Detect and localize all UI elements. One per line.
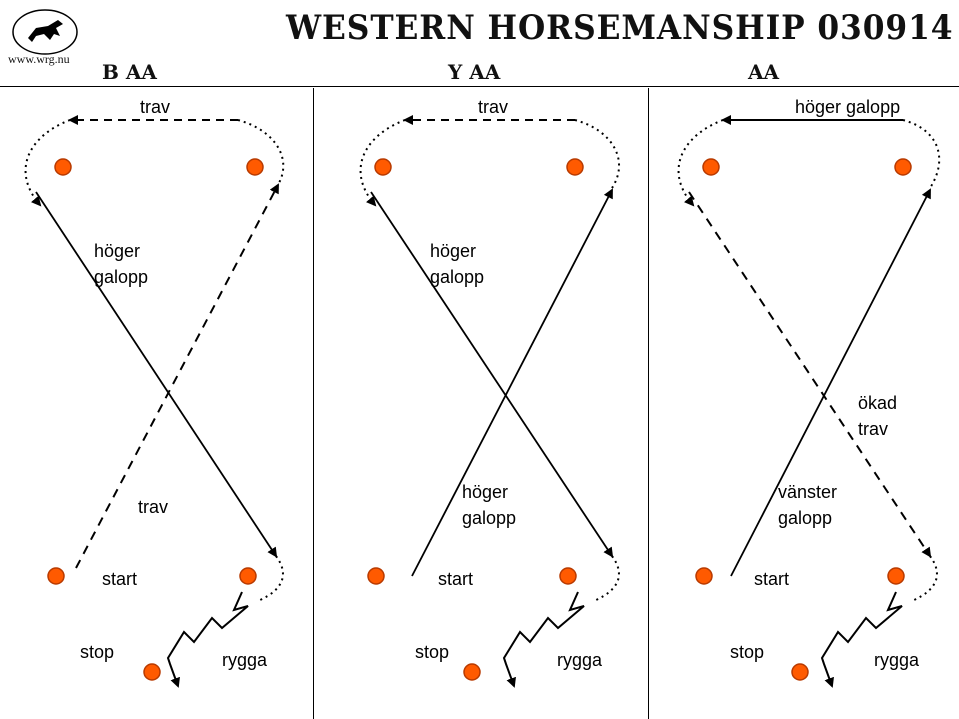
pattern-heading-3: AA	[748, 60, 780, 84]
label-cross: höger galopp	[94, 241, 149, 287]
pattern-heading-2: Y AA	[448, 60, 501, 84]
label-start: start	[754, 569, 790, 589]
trav-diagonal-down	[688, 191, 932, 558]
cone	[367, 567, 385, 585]
label-start: start	[102, 569, 138, 589]
cone	[559, 567, 577, 585]
label-cross: höger galopp	[430, 241, 485, 287]
label-lower: höger galopp	[462, 482, 517, 528]
label-stop: stop	[730, 642, 765, 662]
stop-curve	[913, 555, 938, 601]
cone	[143, 663, 161, 681]
cone	[54, 158, 72, 176]
stop-curve	[259, 555, 284, 601]
cone	[47, 567, 65, 585]
back-zigzag	[166, 591, 249, 688]
page-title: WESTERN HORSEMANSHIP 030914	[286, 8, 954, 48]
cone	[702, 158, 720, 176]
column-divider-1	[313, 88, 314, 719]
cone	[374, 158, 392, 176]
label-top: höger galopp	[795, 97, 901, 117]
label-back: rygga	[557, 650, 603, 670]
pattern-heading-1: B AA	[102, 60, 157, 84]
cone	[463, 663, 481, 681]
right-turn	[574, 119, 621, 189]
label-top: trav	[478, 97, 509, 117]
left-turn	[24, 119, 71, 207]
trav-diagonal	[75, 183, 279, 569]
cone	[695, 567, 713, 585]
pattern-3	[677, 115, 941, 688]
cone	[894, 158, 912, 176]
label-back: rygga	[874, 650, 920, 670]
header-divider	[0, 86, 959, 87]
stop-curve	[595, 555, 620, 601]
left-turn	[359, 119, 406, 207]
label-stop: stop	[415, 642, 450, 662]
galopp-diagonal-up	[411, 188, 613, 577]
column-divider-2	[648, 88, 649, 719]
back-zigzag	[820, 591, 903, 688]
galopp-diagonal-down	[370, 191, 614, 558]
right-turn	[237, 119, 285, 189]
galopp-diagonal-up	[730, 188, 931, 577]
cone	[239, 567, 257, 585]
left-turn	[677, 119, 724, 207]
galopp-diagonal	[35, 191, 278, 558]
label-lower: trav	[138, 497, 169, 517]
label-stop: stop	[80, 642, 115, 662]
label-top: trav	[140, 97, 171, 117]
cone	[246, 158, 264, 176]
label-back: rygga	[222, 650, 268, 670]
cone	[791, 663, 809, 681]
back-zigzag	[502, 591, 585, 688]
pattern-2	[359, 115, 621, 688]
pattern-1	[24, 115, 285, 688]
label-start: start	[438, 569, 474, 589]
label-lower: vänster galopp	[778, 482, 838, 528]
cone	[887, 567, 905, 585]
cone	[566, 158, 584, 176]
right-turn	[902, 119, 941, 189]
club-logo	[8, 6, 83, 61]
club-url[interactable]: www.wrg.nu	[8, 52, 70, 66]
label-cross: ökad trav	[858, 393, 898, 439]
